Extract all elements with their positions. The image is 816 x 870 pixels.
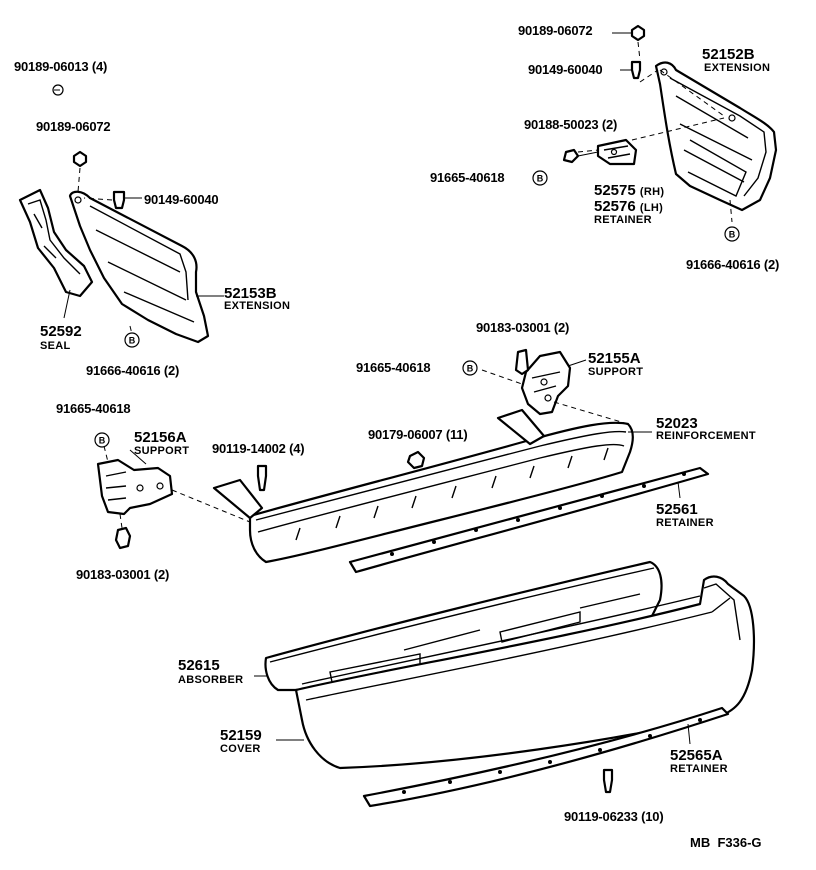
label-52156a: 52156A <box>134 429 187 446</box>
label-91666-40616-l: 91666-40616 (2) <box>86 363 180 378</box>
label-90188-50023: 90188-50023 (2) <box>524 117 618 132</box>
label-52565a-name: RETAINER <box>670 763 728 775</box>
svg-text:B: B <box>99 436 106 446</box>
bolt-90149-60040-left <box>112 190 142 210</box>
nut-90183-03001-top <box>514 348 530 376</box>
label-52153b: 52153B <box>224 285 277 302</box>
svg-text:B: B <box>537 174 544 184</box>
label-52592-name: SEAL <box>40 340 71 352</box>
badge-b-3: B <box>124 332 140 348</box>
retainer-52565a <box>362 706 730 808</box>
seal-52592 <box>18 188 94 298</box>
bolt-90149-60040-right <box>620 60 642 80</box>
label-52576-name: RETAINER <box>594 214 652 226</box>
nut-90183-03001-bottom <box>114 526 132 550</box>
label-52575: 52575 (RH) <box>594 182 665 199</box>
label-90179-06007: 90179-06007 (11) <box>368 427 468 442</box>
label-90183-03001-t: 90183-03001 (2) <box>476 320 570 335</box>
label-90149-60040-r: 90149-60040 <box>528 62 603 77</box>
label-52565a: 52565A <box>670 747 723 764</box>
label-90119-06233: 90119-06233 (10) <box>564 809 664 824</box>
nut-90189-06013 <box>52 84 64 96</box>
label-90189-06072-r: 90189-06072 <box>518 23 593 38</box>
label-52153b-name: EXTENSION <box>224 300 291 312</box>
label-90149-60040-l: 90149-60040 <box>144 192 219 207</box>
label-90183-03001-b: 90183-03001 (2) <box>76 567 170 582</box>
label-90189-06072-l: 90189-06072 <box>36 119 111 134</box>
label-90119-14002: 90119-14002 (4) <box>212 441 305 456</box>
badge-b-1: B <box>532 170 548 186</box>
label-52023-name: REINFORCEMENT <box>656 430 756 442</box>
label-91665-40618-r: 91665-40618 <box>430 170 505 185</box>
extension-left <box>68 190 210 344</box>
label-52615: 52615 <box>178 657 220 674</box>
label-52023: 52023 <box>656 415 698 432</box>
label-52576: 52576 (LH) <box>594 198 664 215</box>
extension-right <box>654 61 778 212</box>
support-52156a <box>96 458 174 516</box>
svg-text:B: B <box>467 364 474 374</box>
label-52159-name: COVER <box>220 743 261 755</box>
label-91666-40616-r: 91666-40616 (2) <box>686 257 780 272</box>
label-91665-40618-l: 91665-40618 <box>56 401 131 416</box>
bolt-90119-14002 <box>256 464 268 492</box>
badge-b-2: B <box>724 226 740 242</box>
label-52561-name: RETAINER <box>656 517 714 529</box>
label-90189-06013: 90189-06013 (4) <box>14 59 108 74</box>
label-52155a: 52155A <box>588 350 641 367</box>
reinforcement-52023 <box>212 408 634 564</box>
label-52156a-name: SUPPORT <box>134 445 190 457</box>
label-91665-40618-m: 91665-40618 <box>356 360 431 375</box>
figure-reference: MB F336-G <box>690 835 762 850</box>
svg-text:B: B <box>129 336 136 346</box>
nut-90189-06072-right <box>612 24 646 42</box>
label-52155a-name: SUPPORT <box>588 366 644 378</box>
label-52152b: 52152B <box>702 46 755 63</box>
badge-b-4: B <box>462 360 478 376</box>
support-52155a <box>520 350 572 416</box>
badge-b-5: B <box>94 432 110 448</box>
label-52159: 52159 <box>220 727 262 744</box>
bolt-90119-06233 <box>602 768 614 794</box>
label-52615-name: ABSORBER <box>178 674 244 686</box>
cover-52159 <box>294 575 756 770</box>
svg-text:B: B <box>729 230 736 240</box>
bolt-90188-50023 <box>562 148 599 164</box>
label-52152b-name: EXTENSION <box>704 62 771 74</box>
retainer-52561 <box>348 466 710 574</box>
label-52561: 52561 <box>656 501 698 518</box>
retainer-52575 <box>596 138 638 166</box>
label-52592: 52592 <box>40 323 82 340</box>
nut-90189-06072-left <box>72 150 88 168</box>
nut-90179-06007 <box>406 450 426 470</box>
